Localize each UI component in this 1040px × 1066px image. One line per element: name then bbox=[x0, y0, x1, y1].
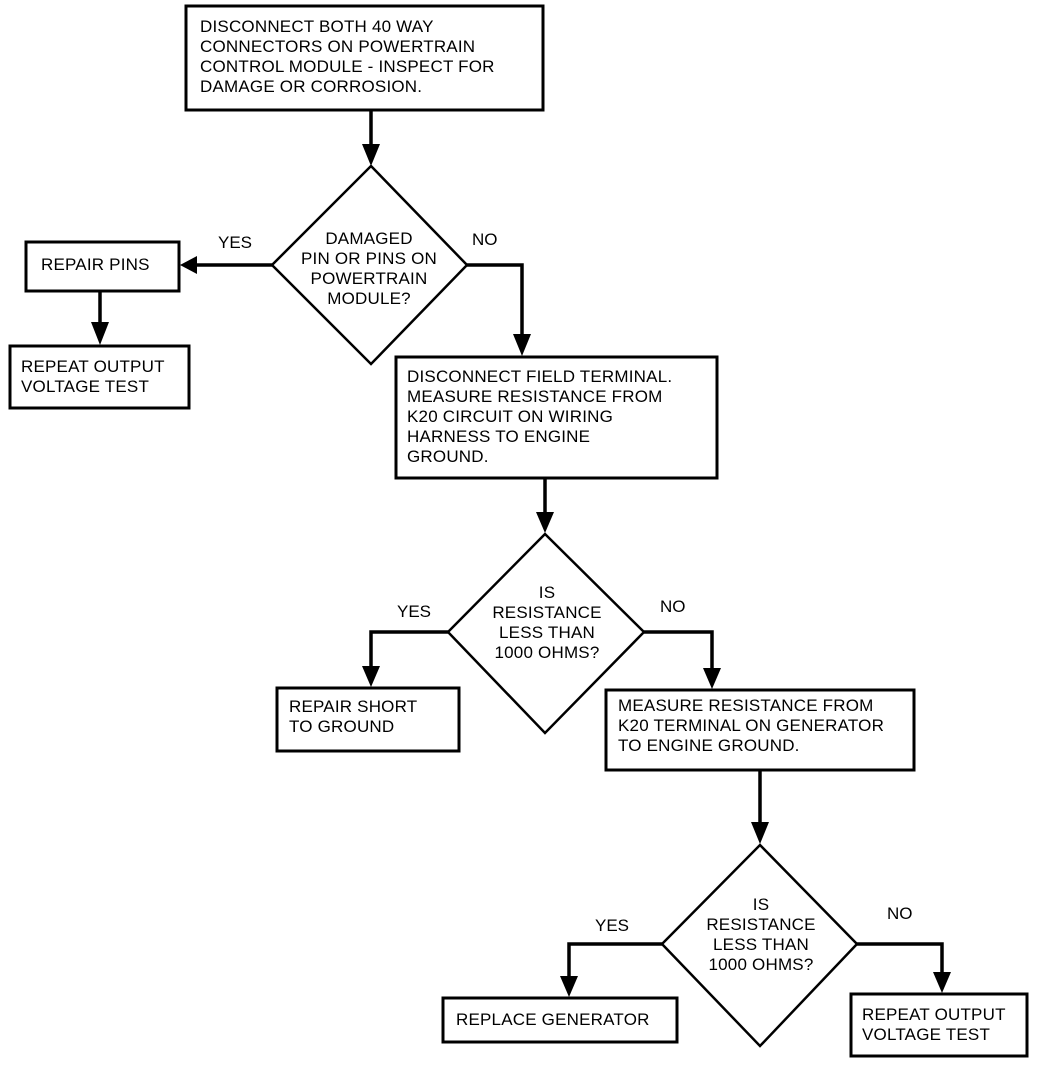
yes-label: YES bbox=[595, 916, 629, 935]
box-text-line: REPLACE GENERATOR bbox=[456, 1010, 650, 1029]
connector-decision1-no bbox=[467, 263, 524, 338]
box-text-line: DAMAGE OR CORROSION. bbox=[200, 77, 422, 96]
box-repeat-output-2: REPEAT OUTPUT VOLTAGE TEST bbox=[849, 992, 1029, 1058]
no-label: NO bbox=[887, 904, 913, 923]
box-text-line: DISCONNECT FIELD TERMINAL. bbox=[407, 367, 672, 386]
box-text-line: VOLTAGE TEST bbox=[862, 1025, 990, 1044]
box-text-line: REPEAT OUTPUT bbox=[21, 357, 165, 376]
decision-text-line: POWERTRAIN bbox=[311, 269, 428, 288]
box-text-line: CONTROL MODULE - INSPECT FOR bbox=[200, 57, 495, 76]
box-disconnect-connectors: DISCONNECT BOTH 40 WAY CONNECTORS ON POW… bbox=[184, 4, 545, 112]
decision-text-line: DAMAGED bbox=[325, 229, 412, 248]
box-text-line: DISCONNECT BOTH 40 WAY bbox=[200, 17, 434, 36]
arrowhead bbox=[180, 256, 197, 274]
box-text-line: GROUND. bbox=[407, 447, 489, 466]
decision-text-line: 1000 OHMS? bbox=[709, 955, 814, 974]
box-text-line: REPEAT OUTPUT bbox=[862, 1005, 1006, 1024]
yes-label: YES bbox=[397, 602, 431, 621]
arrowhead bbox=[362, 144, 380, 166]
connector-decision2-yes bbox=[369, 630, 448, 670]
arrowhead bbox=[513, 334, 531, 356]
decision-resistance-2: IS RESISTANCE LESS THAN 1000 OHMS? bbox=[660, 843, 859, 1048]
decision-text-line: RESISTANCE bbox=[492, 603, 601, 622]
box-text-line: REPAIR SHORT bbox=[289, 697, 417, 716]
box-repair-short: REPAIR SHORT TO GROUND bbox=[275, 686, 461, 753]
box-text-line: REPAIR PINS bbox=[41, 255, 150, 274]
box-replace-generator: REPLACE GENERATOR bbox=[441, 996, 679, 1044]
box-measure-generator: MEASURE RESISTANCE FROM K20 TERMINAL ON … bbox=[604, 688, 916, 772]
decision-text-line: PIN OR PINS ON bbox=[301, 249, 437, 268]
no-label: NO bbox=[660, 597, 686, 616]
box-text-line: TO ENGINE GROUND. bbox=[618, 736, 800, 755]
box-text-line: CONNECTORS ON POWERTRAIN bbox=[200, 37, 475, 56]
arrowhead bbox=[91, 322, 109, 345]
no-label: NO bbox=[472, 230, 498, 249]
connector-decision3-yes bbox=[567, 942, 662, 980]
decision-text-line: LESS THAN bbox=[499, 623, 595, 642]
connector-decision3-no bbox=[857, 942, 944, 976]
box-repair-pins: REPAIR PINS bbox=[24, 240, 181, 293]
arrowhead bbox=[703, 668, 721, 689]
arrowhead bbox=[933, 972, 951, 993]
box-text-line: K20 CIRCUIT ON WIRING bbox=[407, 407, 613, 426]
decision-damaged-pins: DAMAGED PIN OR PINS ON POWERTRAIN MODULE… bbox=[270, 164, 469, 366]
box-text-line: MEASURE RESISTANCE FROM bbox=[407, 387, 663, 406]
box-text-line: K20 TERMINAL ON GENERATOR bbox=[618, 716, 884, 735]
box-text-line: MEASURE RESISTANCE FROM bbox=[618, 696, 874, 715]
arrowhead bbox=[560, 976, 578, 997]
yes-label: YES bbox=[218, 233, 252, 252]
decision-text-line: RESISTANCE bbox=[706, 915, 815, 934]
box-text-line: HARNESS TO ENGINE bbox=[407, 427, 590, 446]
decision-text-line: LESS THAN bbox=[713, 935, 809, 954]
decision-text-line: IS bbox=[539, 583, 555, 602]
box-disconnect-field: DISCONNECT FIELD TERMINAL. MEASURE RESIS… bbox=[394, 355, 719, 480]
box-text-line: VOLTAGE TEST bbox=[21, 377, 149, 396]
decision-text-line: MODULE? bbox=[327, 289, 411, 308]
decision-resistance-1: IS RESISTANCE LESS THAN 1000 OHMS? bbox=[446, 532, 646, 735]
box-text-line: TO GROUND bbox=[289, 717, 394, 736]
decision-text-line: IS bbox=[753, 895, 769, 914]
decision-text-line: 1000 OHMS? bbox=[495, 643, 600, 662]
box-repeat-output-1: REPEAT OUTPUT VOLTAGE TEST bbox=[8, 344, 191, 410]
arrowhead bbox=[362, 666, 380, 687]
connector-decision2-no bbox=[644, 630, 714, 672]
arrowhead bbox=[536, 512, 554, 533]
arrowhead bbox=[751, 822, 769, 844]
